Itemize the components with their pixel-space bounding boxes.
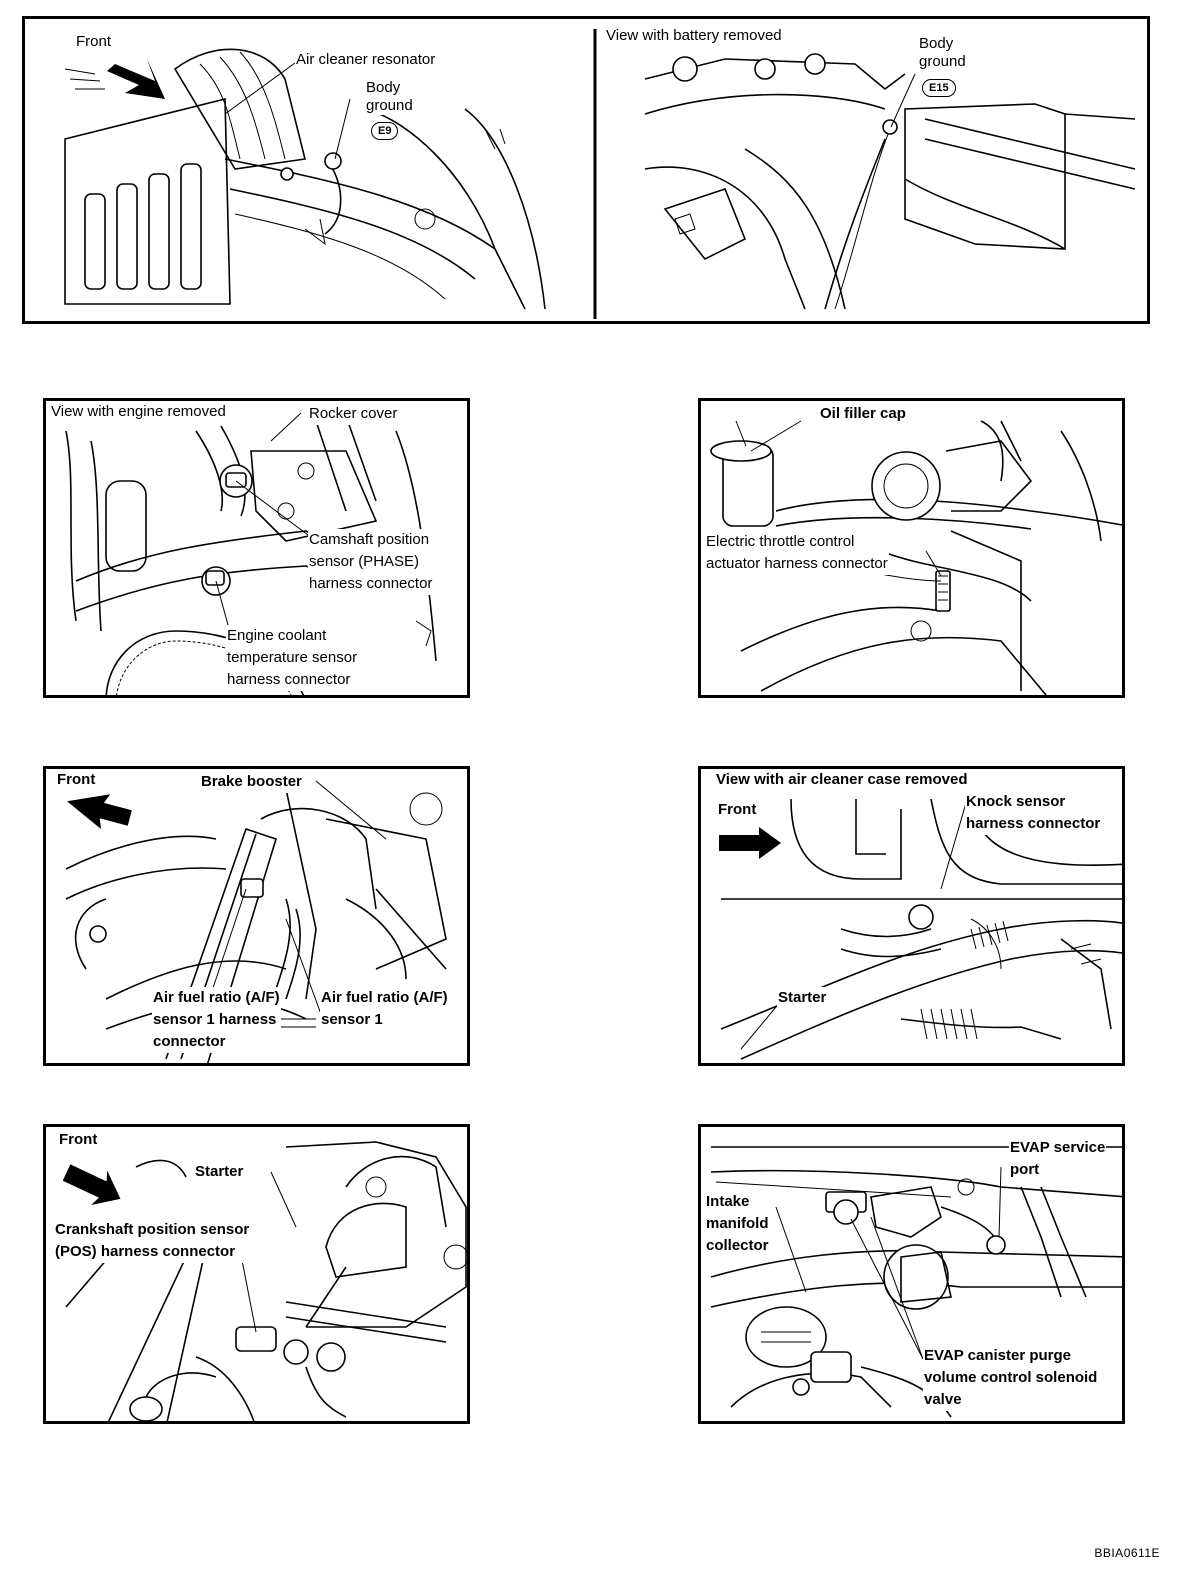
panel-knock-drawing [719,798,1122,1060]
panel-crank: Front Starter Crankshaft position sensor… [43,1124,470,1424]
panel-camshaft-coolant-drawing [65,412,437,695]
crankshaft-sensor-label: Crankshaft position sensor (POS) harness… [54,1219,251,1263]
figure-code: BBIA0611E [1094,1546,1160,1560]
front-label-knock: Front [717,799,758,821]
evap-service-port-label: EVAP service port [1009,1137,1107,1181]
body-ground-label: Body ground [365,79,414,115]
panel-crank-drawing [62,1141,467,1421]
air-cleaner-resonator-label: Air cleaner resonator [295,49,437,71]
panel-af-sensor: Front Brake booster Air fuel ratio (A/F)… [43,766,470,1066]
air-cleaner-removed-caption: View with air cleaner case removed [715,769,969,791]
evap-purge-valve-label: EVAP canister purge volume control solen… [923,1345,1099,1411]
body-ground-label-right: Body ground [918,35,967,71]
ground-id-badge: E9 [371,122,399,140]
brake-booster-label: Brake booster [200,771,303,793]
battery-removed-caption: View with battery removed [605,25,783,47]
intake-manifold-label: Intake manifold collector [705,1191,770,1257]
harness-coil [970,920,1009,950]
af-sensor-label: Air fuel ratio (A/F) sensor 1 [320,987,449,1031]
battery-area-illustration [644,53,1136,310]
throttle-actuator-label: Electric throttle control actuator harne… [705,531,889,575]
panel-camshaft-coolant: View with engine removed Rocker cover Ca… [43,398,470,698]
engine-removed-caption: View with engine removed [50,401,227,423]
coolant-sensor-label: Engine coolant temperature sensor harnes… [226,625,359,691]
front-label: Front [75,31,113,53]
panel-knock: View with air cleaner case removed Front… [698,766,1125,1066]
starter-label-crank: Starter [194,1161,245,1183]
panel-evap: EVAP service port Intake manifold collec… [698,1124,1125,1424]
camshaft-sensor-label: Camshaft position sensor (PHASE) harness… [308,529,434,595]
starter-label-knock: Starter [777,987,828,1009]
rocker-cover-label: Rocker cover [308,403,399,425]
top-panel-drawing [64,29,1136,319]
panel-evap-drawing [710,1146,1122,1418]
front-label-crank: Front [58,1129,99,1151]
panel-throttle: Oil filler cap Electric throttle control… [698,398,1125,698]
knock-sensor-label: Knock sensor harness connector [965,791,1102,835]
oil-filler-cap-label: Oil filler cap [819,403,907,425]
top-panel: Front Air cleaner resonator Body ground … [22,16,1150,324]
ground-id-badge-right: E15 [922,79,956,97]
af-connector-label: Air fuel ratio (A/F) sensor 1 harness co… [152,987,281,1053]
front-label-af: Front [56,769,97,791]
radiator-illustration [64,48,546,310]
